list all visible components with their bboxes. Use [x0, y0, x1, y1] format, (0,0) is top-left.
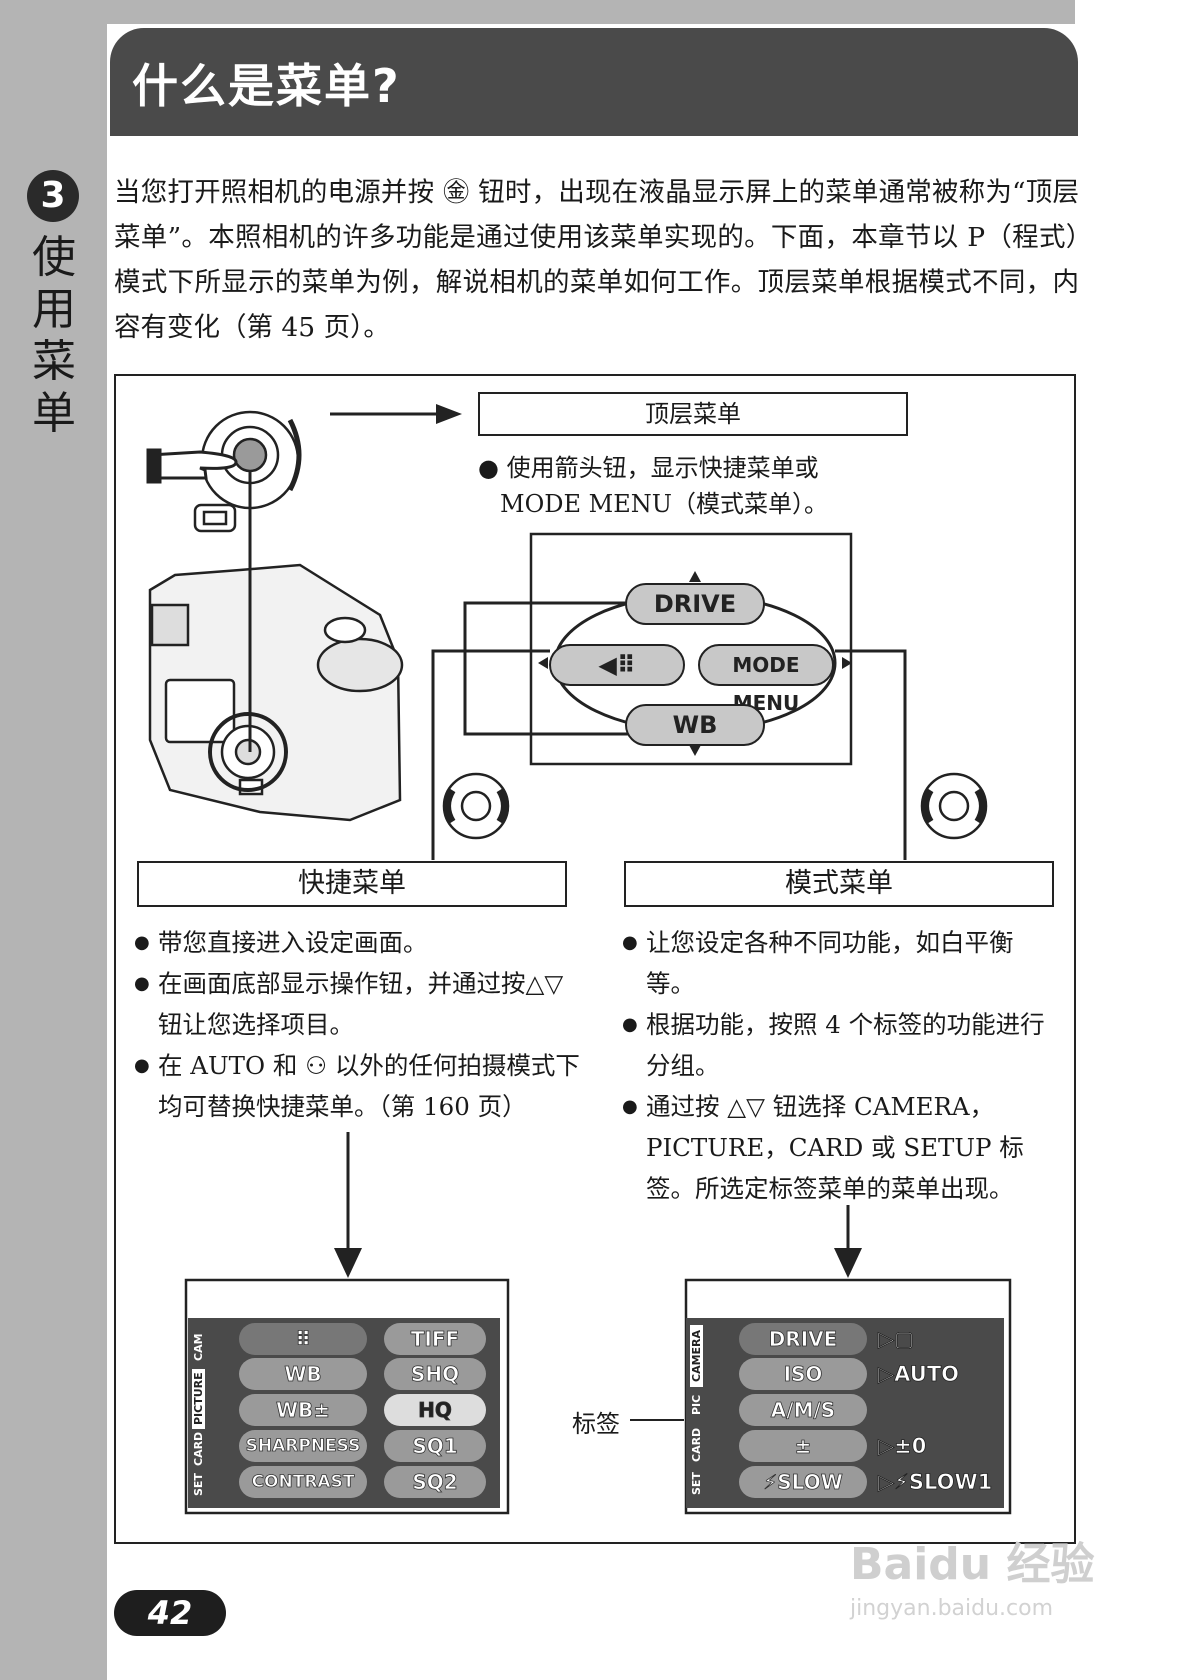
title-bar [110, 28, 1078, 136]
chapter-sideband [0, 0, 107, 1680]
shortcut-value[interactable]: TIFF [384, 1323, 486, 1355]
shortcut-item[interactable]: WB± [239, 1394, 367, 1426]
image-quality-button[interactable]: ◀⠿ [549, 644, 685, 686]
shortcut-note: 带您直接进入设定画面。 [134, 922, 584, 963]
shortcut-menu-label: 快捷菜单 [137, 861, 567, 907]
shortcut-tabs: CAM PICTURE CARD SET [192, 1325, 214, 1503]
chapter-title: 使用菜单 [32, 232, 76, 439]
shortcut-value[interactable]: SQ2 [384, 1466, 486, 1498]
mode-note: 通过按 △▽ 钮选择 CAMERA，PICTURE，CARD 或 SETUP 标… [622, 1086, 1062, 1209]
shortcut-value-selected[interactable]: HQ [384, 1394, 486, 1426]
shortcut-value[interactable]: SQ1 [384, 1430, 486, 1462]
top-menu-note-line2: MODE MENU（模式菜单）。 [500, 490, 828, 518]
tab-cam[interactable]: CAM [192, 1333, 205, 1361]
chapter-number-badge: 3 [27, 170, 79, 222]
tab-set[interactable]: SET [192, 1473, 205, 1497]
top-menu-note: ● 使用箭头钮，显示快捷菜单或 MODE MENU（模式菜单）。 [478, 450, 898, 522]
tab-set[interactable]: SET [690, 1472, 703, 1496]
watermark-brand: Baidu 经验 [850, 1539, 1095, 1590]
shortcut-notes: 带您直接进入设定画面。 在画面底部显示操作钮，并通过按△▽ 钮让您选择项目。 在… [134, 922, 584, 1127]
tab-camera[interactable]: CAMERA [690, 1325, 703, 1387]
shortcut-item[interactable]: CONTRAST [239, 1466, 367, 1498]
mode-tabs: CAMERA PIC CARD SET [690, 1325, 712, 1503]
mode-menu-button[interactable]: MODE MENU [698, 644, 834, 715]
mode-value: ▷±0 [878, 1434, 927, 1459]
mode-item[interactable]: ISO [739, 1358, 867, 1390]
top-menu-label: 顶层菜单 [478, 392, 908, 436]
tab-card[interactable]: CARD [192, 1431, 205, 1467]
tab-card[interactable]: CARD [690, 1427, 703, 1463]
mode-value: ▷AUTO [878, 1362, 960, 1387]
mode-note: 让您设定各种不同功能，如白平衡等。 [622, 922, 1062, 1004]
mode-notes: 让您设定各种不同功能，如白平衡等。 根据功能，按照 4 个标签的功能进行分组。 … [622, 922, 1062, 1209]
intro-paragraph: 当您打开照相机的电源并按 ㊎ 钮时，出现在液晶显示屏上的菜单通常被称为“顶层菜单… [114, 177, 1079, 343]
mode-item[interactable]: ⚡SLOW [739, 1466, 867, 1498]
arrow-pad-icon-left [442, 772, 510, 840]
mode-item[interactable]: A/M/S [739, 1394, 867, 1426]
tab-picture[interactable]: PICTURE [192, 1369, 205, 1429]
control-dial-zoom [193, 410, 302, 792]
shortcut-note: 在 AUTO 和 ⚇ 以外的任何拍摄模式下均可替换快捷菜单。（第 160 页） [134, 1045, 584, 1127]
hand-icon [146, 448, 238, 484]
mode-value: ▷⚡SLOW1 [878, 1470, 993, 1495]
watermark-url: jingyan.baidu.com [850, 1596, 1054, 1621]
menu-diagram-frame [114, 374, 1076, 1544]
mode-item[interactable]: DRIVE [739, 1323, 867, 1355]
mode-value: ▷▢ [878, 1327, 915, 1352]
mode-menu-label: 模式菜单 [624, 861, 1054, 907]
top-band [107, 0, 1075, 24]
page-title: 什么是菜单? [132, 59, 401, 113]
shortcut-item[interactable]: SHARPNESS [239, 1430, 367, 1462]
arrow-pad-icon-right [920, 772, 988, 840]
mode-note: 根据功能，按照 4 个标签的功能进行分组。 [622, 1004, 1062, 1086]
shortcut-item[interactable]: ⠿ [239, 1323, 367, 1355]
mode-item[interactable]: ± [739, 1430, 867, 1462]
page-number: 42 [114, 1590, 226, 1636]
top-menu-note-line1: ● 使用箭头钮，显示快捷菜单或 [478, 454, 819, 482]
shortcut-value[interactable]: SHQ [384, 1358, 486, 1390]
drive-button[interactable]: DRIVE [625, 583, 765, 625]
shortcut-item[interactable]: WB [239, 1358, 367, 1390]
tab-callout-label: 标签 [572, 1410, 620, 1438]
camera-illustration [148, 563, 404, 822]
shortcut-note: 在画面底部显示操作钮，并通过按△▽ 钮让您选择项目。 [134, 963, 584, 1045]
tab-pic[interactable]: PIC [690, 1394, 703, 1416]
wb-button[interactable]: WB [625, 704, 765, 746]
